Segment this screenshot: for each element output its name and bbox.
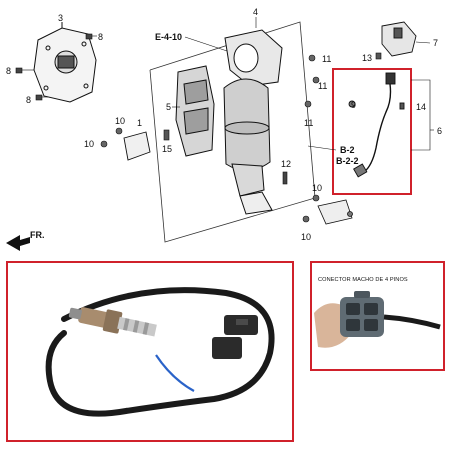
callout-10-c: 10 xyxy=(312,183,322,193)
washer-icon xyxy=(304,54,320,108)
callout-3: 3 xyxy=(58,13,63,23)
sensor-connector xyxy=(212,315,258,359)
callout-10-b: 10 xyxy=(84,139,94,149)
sensor-bracket-part xyxy=(381,21,417,57)
oxygen-sensor-photo xyxy=(45,287,275,417)
exploded-parts-diagram: 3 8 8 8 4 E-4-10 xyxy=(6,7,442,251)
lower-heat-shield-part xyxy=(175,65,215,157)
four-pin-connector xyxy=(340,291,384,337)
callout-6: 6 xyxy=(437,126,442,136)
callout-12: 12 xyxy=(281,159,291,169)
callout-15: 15 xyxy=(162,144,172,154)
callout-11-a: 11 xyxy=(322,54,331,64)
callout-7: 7 xyxy=(433,38,438,48)
bolt-icon xyxy=(15,33,97,101)
bolt-icon xyxy=(375,52,382,60)
connector-caption: CONECTOR MACHO DE 4 PINOS xyxy=(318,277,408,283)
callout-5: 5 xyxy=(166,102,171,112)
callout-10-d: 10 xyxy=(301,232,311,242)
callout-1: 1 xyxy=(137,118,142,128)
heat-shield-part xyxy=(33,22,97,103)
diagram-svg: 3 8 8 8 4 E-4-10 xyxy=(6,7,442,251)
ref-e-4-10: E-4-10 xyxy=(155,32,182,42)
oxygen-sensor-part xyxy=(348,72,405,178)
bracket-part xyxy=(123,131,151,161)
callout-14: 14 xyxy=(416,102,426,112)
lower-bracket-part xyxy=(317,199,353,225)
connector-cable xyxy=(383,314,441,330)
ref-b-2-2: B-2-2 xyxy=(336,156,359,166)
callout-11-b: 11 xyxy=(318,81,327,91)
sensor-photo-frame xyxy=(6,261,294,442)
sensor-highlight-frame xyxy=(332,68,412,195)
callout-4: 4 xyxy=(253,7,258,17)
connector-photo xyxy=(314,291,441,348)
callout-11-c: 11 xyxy=(304,118,313,128)
callout-8-bottom: 8 xyxy=(26,95,31,105)
stud-icon xyxy=(163,129,170,141)
nut-icon xyxy=(100,127,320,223)
sensor-probe xyxy=(68,307,157,337)
ref-b-2: B-2 xyxy=(340,145,355,155)
catalytic-converter-part xyxy=(223,29,283,215)
connector-photo-frame: CONECTOR MACHO DE 4 PINOS xyxy=(310,261,445,371)
callout-10-a: 10 xyxy=(115,116,125,126)
direction-label: FR. xyxy=(30,230,45,240)
callout-8-left: 8 xyxy=(6,66,11,76)
blue-wire xyxy=(155,354,195,392)
front-direction-arrow-icon xyxy=(6,235,30,251)
callout-13: 13 xyxy=(362,53,372,63)
callout-9: 9 xyxy=(351,100,356,110)
stud-icon xyxy=(282,171,288,185)
sensor-cable xyxy=(45,287,275,417)
callout-8-top: 8 xyxy=(98,32,103,42)
